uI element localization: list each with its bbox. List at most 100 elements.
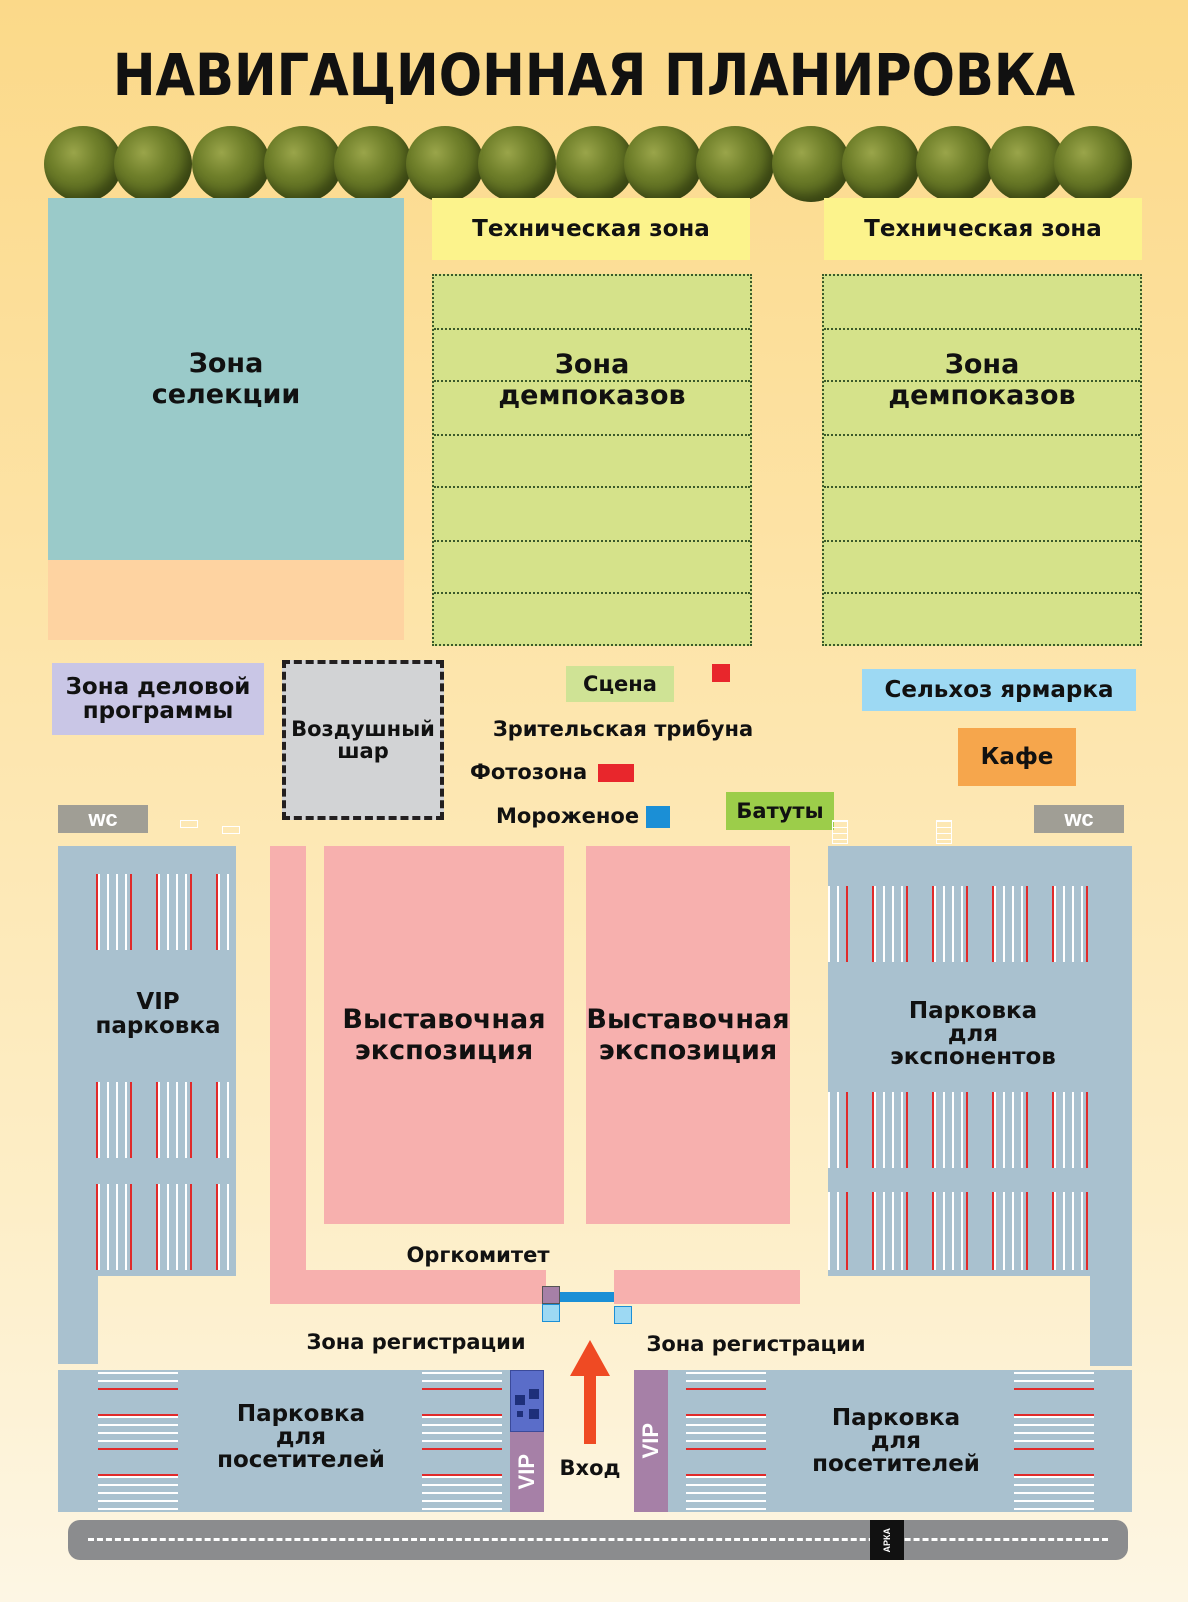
tree-icon: [406, 126, 484, 202]
wc-left[interactable]: wc: [58, 805, 148, 833]
road: АРКА: [68, 1520, 1128, 1560]
exhibition-1-label-1: Выставочная: [342, 1003, 546, 1035]
business-program-label-1: Зона деловой: [65, 673, 251, 700]
vip-lane-left-label: VIP: [514, 1454, 539, 1490]
small-kiosk: [936, 820, 952, 844]
visitor-parking-right-label-2: для: [870, 1427, 922, 1454]
visitor-parking-right[interactable]: Парковка для посетителей: [668, 1370, 1132, 1512]
visitor-parking-left-label-2: для: [275, 1423, 327, 1450]
entrance-label: Вход: [559, 1455, 621, 1480]
visitor-parking-right-label: Парковка для посетителей: [796, 1396, 996, 1486]
vip-parking-label-1: VIP: [136, 988, 180, 1015]
tree-icon: [192, 126, 270, 202]
demo-zone-1[interactable]: Зона демпоказов: [432, 274, 752, 646]
balloon-label-1: Воздушный: [291, 716, 435, 741]
tech-zone-2[interactable]: Техническая зона: [824, 198, 1142, 260]
tech-zone-1[interactable]: Техническая зона: [432, 198, 750, 260]
photo-zone-label: Фотозона: [470, 760, 588, 784]
tree-icon: [1054, 126, 1132, 202]
exhibition-corridor-bottom-left: [270, 1270, 546, 1304]
registration-zone-left: Зона регистрации: [306, 1329, 526, 1354]
vip-lane-right-label: VIP: [638, 1423, 663, 1459]
wc-right[interactable]: wc: [1034, 805, 1124, 833]
tree-icon: [556, 126, 634, 202]
demo-zone-2[interactable]: Зона демпоказов: [822, 274, 1142, 646]
tree-icon: [916, 126, 994, 202]
trampolines-zone[interactable]: Батуты: [726, 792, 834, 830]
business-program-label-2: программы: [82, 698, 234, 724]
arch-label: АРКА: [882, 1527, 892, 1553]
spectator-stand-label: Зрительская трибуна: [492, 716, 754, 741]
tree-icon: [624, 126, 702, 202]
farm-fair-label: Сельхоз ярмарка: [884, 676, 1114, 703]
demo-zone-2-label-2: демпоказов: [888, 380, 1076, 411]
small-kiosk: [180, 820, 198, 828]
exhibitor-parking[interactable]: Парковка для экспонентов: [828, 846, 1132, 1276]
demo-zone-1-label-2: демпоказов: [498, 380, 686, 411]
tree-icon: [334, 126, 412, 202]
tree-icon: [264, 126, 342, 202]
gate-post: [614, 1306, 632, 1324]
balloon-zone[interactable]: Воздушный шар: [282, 660, 444, 820]
gate-post: [542, 1304, 560, 1322]
stage-marker: [712, 664, 730, 682]
demo-zone-2-label: Зона демпоказов: [824, 340, 1140, 420]
business-program-zone[interactable]: Зона деловой программы: [52, 663, 264, 735]
small-kiosk: [832, 820, 848, 844]
visitor-parking-left-label-3: посетителей: [217, 1446, 385, 1473]
ice-cream-label: Мороженое: [496, 804, 640, 828]
exhibitor-parking-extension: [1090, 1276, 1132, 1366]
road-centerline: [88, 1538, 1108, 1541]
vip-lane-left[interactable]: VIP: [510, 1432, 544, 1512]
visitor-parking-left[interactable]: Парковка для посетителей: [58, 1370, 510, 1512]
exhibition-corridor-left: [270, 846, 306, 1304]
entrance-arrow-icon: [570, 1340, 610, 1444]
exhibitor-parking-label-3: экспонентов: [890, 1043, 1056, 1070]
selection-zone-label-1: Зона: [188, 347, 264, 379]
trampolines-label: Батуты: [736, 798, 824, 823]
visitor-parking-left-label: Парковка для посетителей: [208, 1392, 394, 1482]
tree-icon: [696, 126, 774, 202]
selection-zone-annex: [48, 560, 404, 640]
visitor-parking-right-label-1: Парковка: [831, 1404, 961, 1431]
registration-zone-right: Зона регистрации: [646, 1331, 866, 1356]
tree-icon: [772, 126, 850, 202]
tech-zone-2-label: Техническая зона: [864, 215, 1102, 242]
selection-zone-label-2: селекции: [151, 379, 301, 410]
stage-zone[interactable]: Сцена: [566, 666, 674, 702]
exhibition-hall-1[interactable]: Выставочная экспозиция: [324, 846, 564, 1224]
exhibitor-parking-label-1: Парковка: [908, 997, 1038, 1024]
vip-parking-label-2: парковка: [95, 1013, 221, 1039]
tree-icon: [988, 126, 1066, 202]
vip-parking-extension: [58, 1276, 98, 1364]
demo-zone-1-label-1: Зона: [554, 348, 630, 380]
demo-zone-1-label: Зона демпоказов: [434, 340, 750, 420]
exhibition-2-label-2: экспозиция: [598, 1035, 778, 1066]
exhibition-1-label-2: экспозиция: [354, 1035, 534, 1066]
tree-icon: [114, 126, 192, 202]
vip-parking[interactable]: VIP парковка: [58, 846, 236, 1276]
cafe-zone[interactable]: Кафе: [958, 728, 1076, 786]
wc-left-label: wc: [88, 806, 118, 831]
cafe-label: Кафе: [980, 743, 1054, 770]
balloon-label-2: шар: [337, 739, 389, 763]
small-kiosk: [222, 826, 240, 834]
stage-label: Сцена: [583, 671, 657, 696]
vip-parking-label: VIP парковка: [58, 984, 258, 1044]
tree-icon: [842, 126, 920, 202]
visitor-parking-left-label-1: Парковка: [236, 1400, 366, 1427]
demo-zone-2-label-1: Зона: [944, 348, 1020, 380]
gate-post: [542, 1286, 560, 1304]
arch-marker: АРКА: [870, 1520, 904, 1560]
visitor-parking-right-label-3: посетителей: [812, 1450, 980, 1477]
gate-bar: [560, 1292, 614, 1302]
selection-zone[interactable]: Зона селекции: [48, 198, 404, 560]
exhibitor-parking-label: Парковка для экспонентов: [888, 992, 1058, 1076]
tree-row: [44, 124, 1154, 204]
tree-icon: [478, 126, 556, 202]
farm-fair-zone[interactable]: Сельхоз ярмарка: [862, 669, 1136, 711]
ice-cream-marker: [646, 806, 670, 828]
exhibition-hall-2[interactable]: Выставочная экспозиция: [586, 846, 790, 1224]
vip-lane-right[interactable]: VIP: [634, 1370, 668, 1512]
exhibitor-parking-label-2: для: [947, 1020, 999, 1047]
